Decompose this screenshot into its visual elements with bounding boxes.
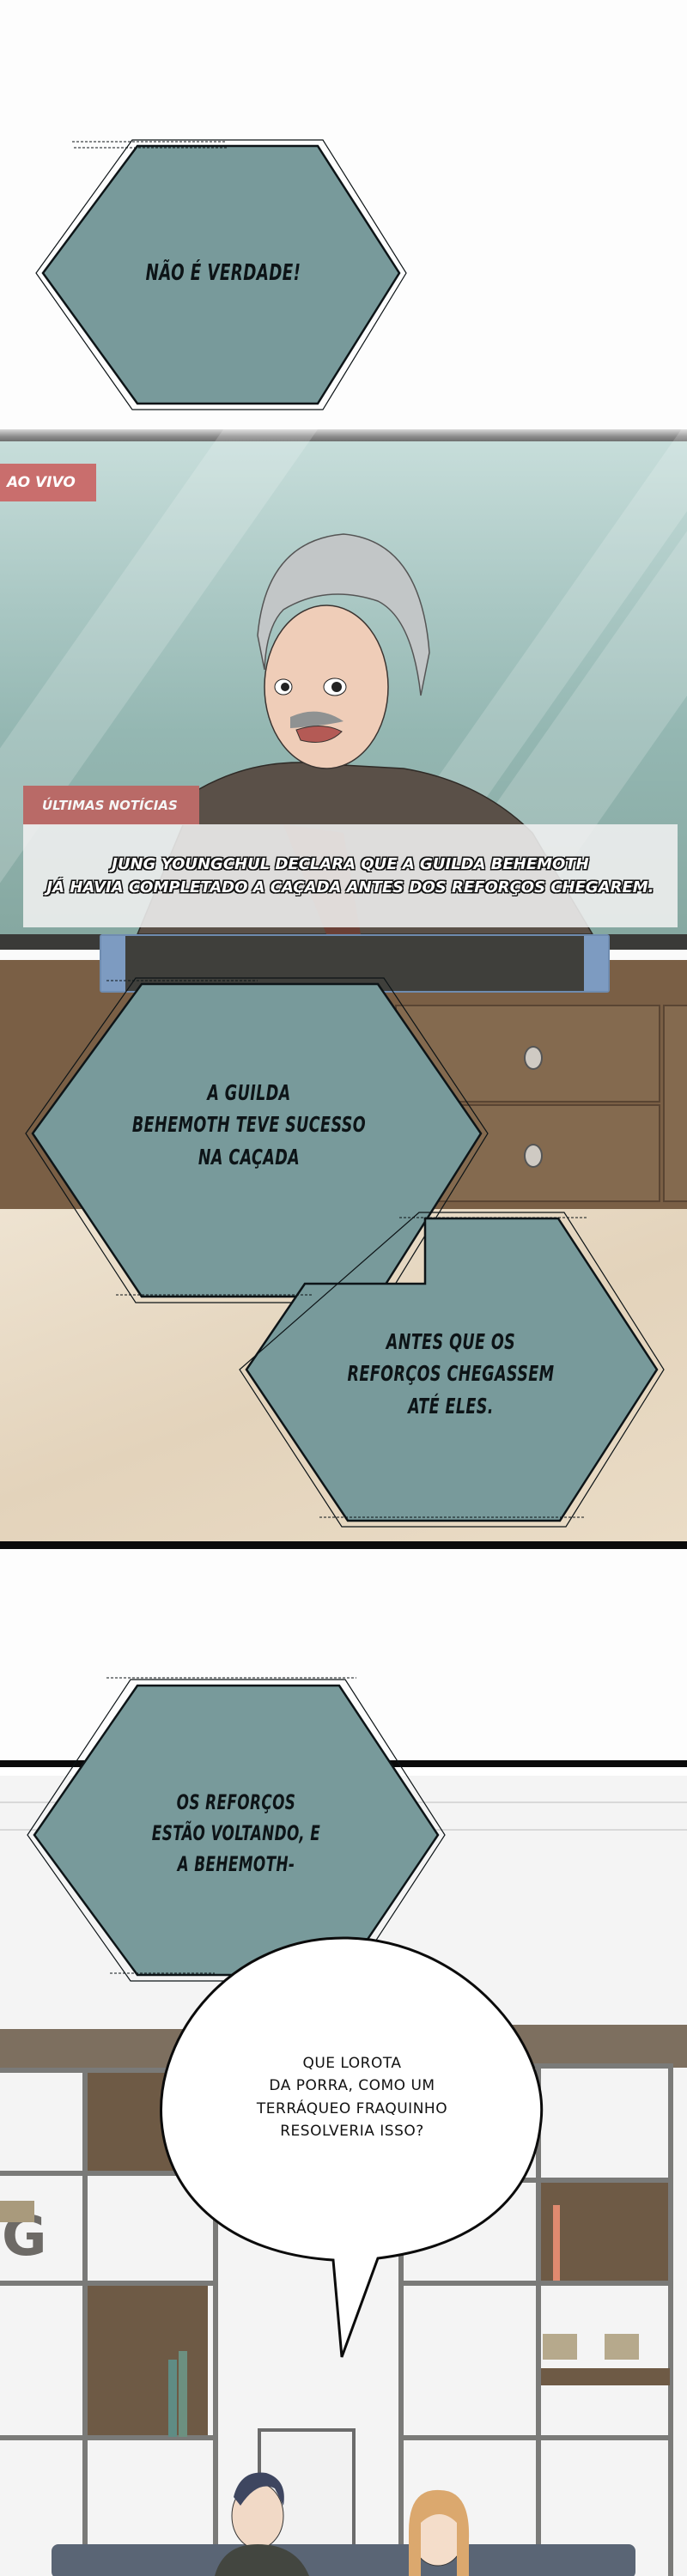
tv-frame [0, 429, 687, 441]
hexagon-caption-3: ANTES QUE OS REFORÇOS CHEGASSEM ATÉ ELES… [347, 1328, 555, 1419]
bookshelf-left [0, 2068, 218, 2576]
hexagon-caption-1: NÃO É VERDADE! [145, 259, 301, 286]
drawer-knob [524, 1046, 543, 1070]
hexagon-caption-2: A GUILDA BEHEMOTH TEVE SUCESSO NA CAÇADA [131, 1079, 367, 1170]
characters-on-sofa [52, 2472, 635, 2576]
speech-bubble: QUE LOROTA DA PORRA, COMO UM TERRÁQUEO F… [256, 2055, 448, 2141]
hexagon-caption-4: OS REFORÇOS ESTÃO VOLTANDO, E A BEHEMOTH… [151, 1790, 321, 1876]
news-ticker: JUNG YOUNGCHUL DECLARA QUE A GUILDA BEHE… [23, 824, 678, 927]
live-badge: AO VIVO [0, 464, 96, 501]
tv-news-panel: AO VIVO ÚLTIMAS NOTÍCIAS JUNG YOUNGCHUL … [0, 429, 687, 934]
breaking-news-badge: ÚLTIMAS NOTÍCIAS [23, 786, 199, 825]
hexagon-caption-3-shape [116, 1212, 665, 1528]
hexagon-caption-1-shape [35, 139, 407, 410]
soundbar [100, 934, 610, 993]
drawer-knob [524, 1144, 543, 1168]
panel-divider [0, 1541, 687, 1549]
